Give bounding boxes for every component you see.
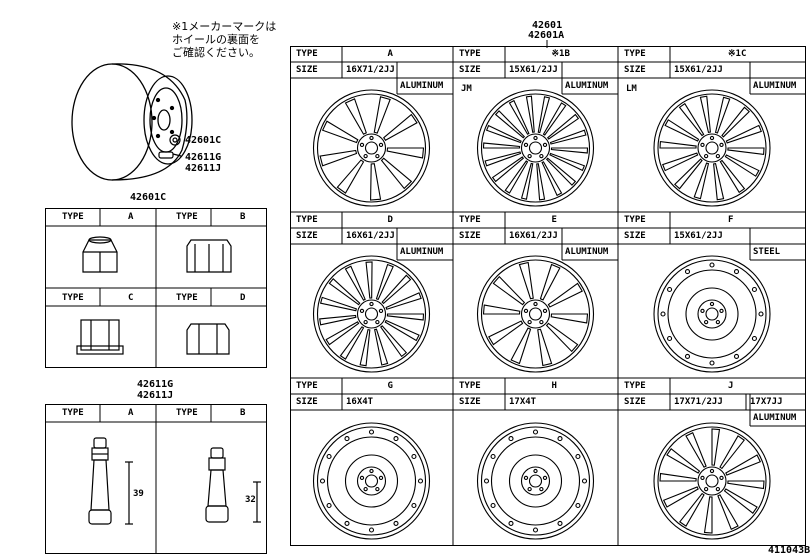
wheel-size-label: SIZE — [624, 397, 646, 407]
wheel-material-2: ALUMINUM — [753, 81, 797, 91]
wheel-size-label: SIZE — [296, 231, 318, 241]
wheel-mark-1: JM — [461, 84, 472, 94]
wheel-drawing-1 — [476, 89, 595, 207]
callout-42601a: 42601A — [528, 30, 565, 41]
callout-42601: 42601 — [532, 20, 563, 31]
wheel-type-7: H — [551, 381, 557, 391]
valve-table-title-2: 42611J — [137, 390, 174, 401]
wheel-type-label: TYPE — [296, 215, 318, 225]
valve-a-icon — [88, 437, 133, 525]
wheel-drawing-2 — [653, 89, 771, 207]
wheel-size-label: SIZE — [459, 231, 481, 241]
wheel-drawing-6 — [312, 422, 431, 540]
wheel-material-8: ALUMINUM — [753, 413, 797, 423]
figure-id: 411043B — [768, 545, 811, 556]
valve-type-label-a: TYPE — [62, 408, 84, 418]
wheel-size-0: 16X71/2JJ — [346, 65, 395, 75]
nut-c-icon — [76, 319, 124, 355]
nut-type-d: D — [240, 293, 246, 303]
wheel-type-2: ※1C — [728, 49, 747, 59]
wheel-material-5: STEEL — [753, 247, 781, 257]
wheel-drawing-5 — [653, 255, 771, 373]
wheel-size-label: SIZE — [296, 397, 318, 407]
wheel-drawing-4 — [476, 255, 595, 373]
wheel-assembly-illustration — [71, 63, 193, 181]
wheel-drawing-7 — [476, 422, 595, 540]
valve-table-title-1: 42611G — [137, 379, 174, 390]
wheel-size-label: SIZE — [459, 65, 481, 75]
wheel-size2-8: 17X7JJ — [750, 397, 783, 407]
callout-42601c: 42601C — [185, 135, 222, 146]
wheel-type-label: TYPE — [624, 215, 646, 225]
callout-42611g: 42611G — [185, 152, 222, 163]
wheel-type-label: TYPE — [459, 215, 481, 225]
wheel-type-1: ※1B — [551, 49, 570, 59]
wheel-size-3: 16X61/2JJ — [346, 231, 395, 241]
valve-b-icon — [205, 447, 261, 523]
wheel-type-3: D — [387, 215, 393, 225]
nut-table-title: 42601C — [130, 192, 167, 203]
wheel-size-4: 16X61/2JJ — [509, 231, 558, 241]
wheel-mark-2: LM — [626, 84, 637, 94]
wheel-size-label: SIZE — [296, 65, 318, 75]
nut-type-b: B — [240, 212, 246, 222]
nut-valve-small-illustration — [158, 134, 182, 159]
wheel-size-1: 15X61/2JJ — [509, 65, 558, 75]
wheel-table — [290, 46, 806, 546]
wheel-size-6: 16X4T — [346, 397, 374, 407]
wheel-type-label: TYPE — [459, 49, 481, 59]
wheel-drawing-0 — [312, 89, 431, 207]
nut-b-icon — [186, 239, 232, 273]
nut-type-label-c: TYPE — [62, 293, 84, 303]
wheel-material-4: ALUMINUM — [565, 247, 609, 257]
nut-type-label-a: TYPE — [62, 212, 84, 222]
nut-d-icon — [186, 323, 230, 355]
nut-table — [45, 208, 267, 368]
wheel-size-label: SIZE — [624, 65, 646, 75]
nut-type-label-b: TYPE — [176, 212, 198, 222]
wheel-material-1: ALUMINUM — [565, 81, 609, 91]
wheel-material-3: ALUMINUM — [400, 247, 444, 257]
wheel-type-8: J — [728, 381, 734, 391]
wheel-type-label: TYPE — [459, 381, 481, 391]
nut-type-c: C — [128, 293, 134, 303]
wheel-size-label: SIZE — [459, 397, 481, 407]
valve-dim-a: 39 — [133, 489, 144, 499]
wheel-type-5: F — [728, 215, 734, 225]
wheel-type-0: A — [387, 49, 393, 59]
valve-type-a: A — [128, 408, 134, 418]
wheel-type-label: TYPE — [296, 49, 318, 59]
wheel-size-5: 15X61/2JJ — [674, 231, 723, 241]
wheel-size-label: SIZE — [624, 231, 646, 241]
callout-42611j: 42611J — [185, 163, 222, 174]
valve-type-label-b: TYPE — [176, 408, 198, 418]
wheel-type-label: TYPE — [624, 381, 646, 391]
nut-type-a: A — [128, 212, 134, 222]
nut-a-icon — [82, 236, 118, 273]
maker-mark-note: ※1メーカーマークは ホイールの裏面を ご確認ください。 — [172, 20, 277, 59]
wheel-size-2: 15X61/2JJ — [674, 65, 723, 75]
wheel-material-0: ALUMINUM — [400, 81, 444, 91]
wheel-size-7: 17X4T — [509, 397, 537, 407]
wheel-type-label: TYPE — [624, 49, 646, 59]
wheel-type-6: G — [387, 381, 393, 391]
valve-dim-b: 32 — [245, 495, 256, 505]
wheel-drawing-3 — [312, 255, 431, 373]
valve-type-b: B — [240, 408, 246, 418]
wheel-size-8: 17X71/2JJ — [674, 397, 723, 407]
wheel-drawing-8 — [653, 422, 771, 540]
wheel-type-4: E — [551, 215, 557, 225]
valve-table — [45, 404, 267, 554]
wheel-type-label: TYPE — [296, 381, 318, 391]
nut-type-label-d: TYPE — [176, 293, 198, 303]
